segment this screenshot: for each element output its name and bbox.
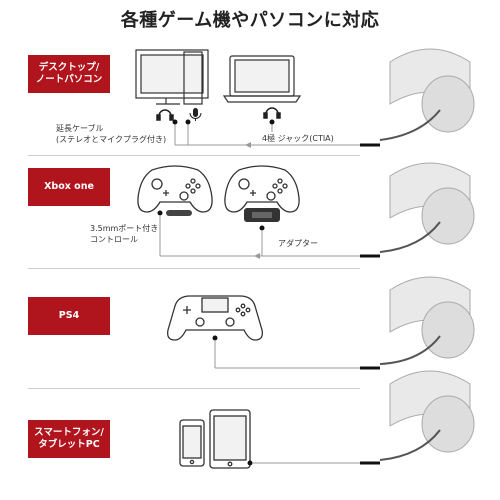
section-label-line: スマートフォン/ [34, 427, 104, 438]
adapter-note: アダプター [278, 239, 318, 248]
laptop-icon [222, 55, 302, 103]
ps4-controller-icon [167, 295, 263, 341]
extension-cable [174, 124, 380, 146]
section-label-ps4: PS4 [28, 297, 110, 335]
port-icon [166, 210, 192, 216]
headset-illustration [360, 370, 475, 465]
section-label-line: タブレットPC [38, 439, 100, 450]
jack-dot [269, 119, 275, 125]
section-label-line: ノートパソコン [35, 74, 103, 85]
adapter-icon [244, 208, 280, 222]
connection-cable [159, 216, 380, 257]
port-note: 3.5mmポート付き コントロール [90, 223, 158, 245]
headphone-icon [156, 109, 174, 121]
section-label-line: Xbox one [44, 181, 94, 192]
section-label-mobile: スマートフォン/タブレットPC [28, 420, 110, 458]
jack-dot [212, 335, 218, 341]
section-label-line: デスクトップ/ [38, 62, 100, 73]
headset-illustration [360, 48, 475, 147]
xbox-controller-icon [137, 165, 213, 213]
jack-dot [185, 119, 191, 125]
xbox-controller-icon [224, 165, 300, 213]
jack-dot [157, 210, 163, 216]
section-label-pc: デスクトップ/ノートパソコン [28, 55, 110, 93]
jack-dot [172, 119, 178, 125]
arrow-icon [245, 142, 251, 148]
section-divider [28, 268, 360, 269]
note-line: コントロール [90, 235, 138, 244]
microphone-icon [189, 108, 202, 121]
connection-cable [214, 341, 380, 369]
extension-cable-note: 延長ケーブル (ステレオとマイクプラグ付き) [56, 123, 166, 145]
note-line: 3.5mmポート付き [90, 224, 159, 233]
headset-illustration [360, 276, 475, 370]
note-line: 延長ケーブル [56, 124, 104, 133]
smartphone-icon [179, 419, 205, 467]
page-title: 各種ゲーム機やパソコンに対応 [120, 10, 380, 31]
headset-illustration [360, 162, 475, 258]
desktop-monitor-icon [135, 49, 209, 105]
section-label-xbox: Xbox one [28, 168, 110, 206]
tablet-icon [209, 409, 251, 469]
jack-dot [247, 460, 253, 466]
jack-dot [259, 225, 265, 231]
arrow-icon [254, 253, 260, 259]
note-line: (ステレオとマイクプラグ付き) [56, 135, 167, 144]
headset-icon [263, 107, 281, 119]
jack-note: 4極 ジャック(CTIA) [262, 134, 334, 143]
section-divider [28, 155, 360, 156]
section-label-line: PS4 [58, 310, 80, 321]
section-divider [28, 388, 360, 389]
